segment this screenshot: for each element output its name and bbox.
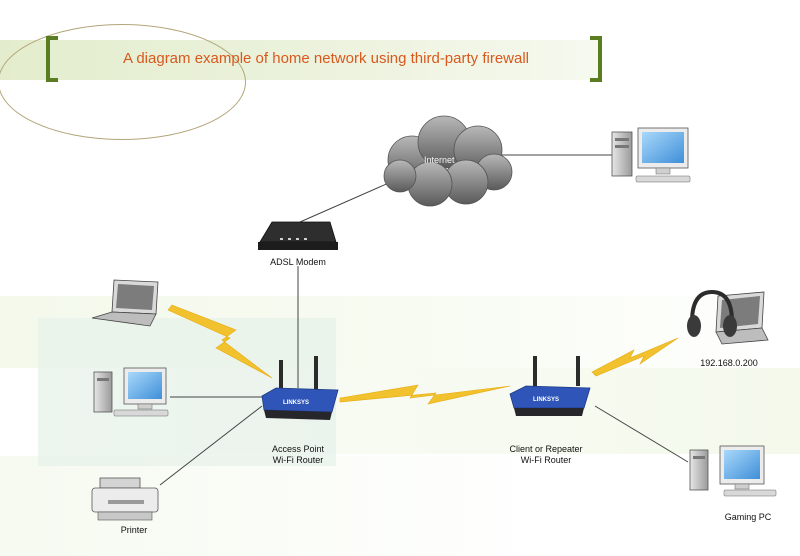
laptop-ip-label: 192.168.0.200 bbox=[700, 358, 758, 368]
wireless-link-icon bbox=[591, 337, 679, 377]
wireless-link-icon bbox=[167, 304, 273, 379]
gaming-pc-icon bbox=[689, 445, 777, 497]
router-brand-label: LINKSYS bbox=[533, 397, 559, 403]
printer-label: Printer bbox=[120, 525, 148, 535]
router-brand-label: LINKSYS bbox=[283, 400, 309, 406]
internet-label: Internet bbox=[424, 155, 455, 165]
link-gamingpc-router bbox=[594, 405, 689, 463]
adsl-modem-label: ADSL Modem bbox=[270, 257, 326, 267]
remote-desktop-computer-icon bbox=[611, 127, 691, 183]
printer-icon bbox=[91, 477, 159, 521]
access-point-router-icon: LINKSYS bbox=[261, 356, 339, 420]
internet-cloud-icon bbox=[383, 115, 513, 207]
laptop-with-headphones-icon bbox=[687, 289, 769, 345]
link-modem-internet bbox=[299, 177, 401, 223]
client-router-icon: LINKSYS bbox=[509, 356, 591, 416]
desktop-computer-icon bbox=[93, 367, 169, 417]
gaming-pc-label: Gaming PC bbox=[724, 512, 772, 522]
adsl-modem-icon bbox=[258, 221, 338, 250]
laptop-icon bbox=[91, 279, 159, 327]
link-printer-router bbox=[159, 405, 263, 486]
access-point-label-line1: Access Point bbox=[271, 444, 325, 454]
left-bracket bbox=[46, 36, 58, 82]
client-router-label-line2: Wi-Fi Router bbox=[520, 455, 572, 465]
title-ellipse bbox=[0, 24, 246, 140]
access-point-label-line2: Wi-Fi Router bbox=[272, 455, 324, 465]
right-bracket bbox=[590, 36, 602, 82]
wireless-link-icon bbox=[339, 384, 511, 405]
client-router-label-line1: Client or Repeater bbox=[509, 444, 583, 454]
diagram-title: A diagram example of home network using … bbox=[122, 50, 530, 67]
